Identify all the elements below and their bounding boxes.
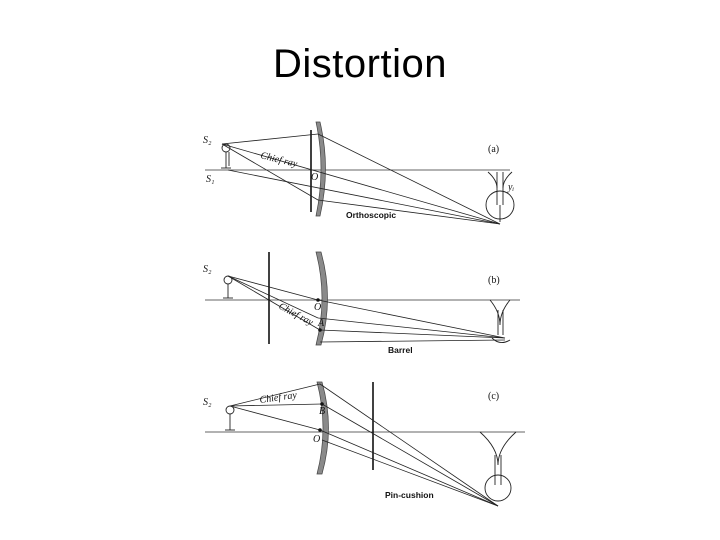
lens xyxy=(315,121,326,217)
panel-orthoscopic: S₂ S₁ Chief ray O yᵢ (a) Orthoscopic xyxy=(203,121,515,225)
object-figure xyxy=(221,143,231,169)
label-o: O xyxy=(313,434,320,445)
image-figure xyxy=(485,171,515,222)
panel-barrel: S₂ Chief ray O A (b) Barrel xyxy=(203,251,520,355)
label-s2: S₂ xyxy=(203,397,212,408)
label-s2: S₂ xyxy=(203,264,212,275)
lens xyxy=(316,381,329,475)
label-o: O xyxy=(314,302,321,313)
slide-title: Distortion xyxy=(273,42,447,86)
label-o: O xyxy=(311,172,318,183)
image-figure xyxy=(479,431,517,502)
panel-letter-c: (c) xyxy=(488,391,499,402)
panel-letter-a: (a) xyxy=(488,144,499,155)
label-b: B xyxy=(319,406,325,417)
chief-ray-label: Chief ray xyxy=(259,150,299,170)
label-s1: S₁ xyxy=(206,174,214,185)
lens xyxy=(315,251,328,346)
label-a: A xyxy=(317,318,325,329)
label-s2: S₂ xyxy=(203,135,212,146)
chief-ray-label: Chief ray xyxy=(277,301,316,329)
panel-pincushion: S₂ Chief ray B O (c) Pin-cushion xyxy=(203,381,525,507)
caption-barrel: Barrel xyxy=(388,345,413,355)
caption-pincushion: Pin-cushion xyxy=(385,490,434,500)
caption-orthoscopic: Orthoscopic xyxy=(346,210,396,220)
image-figure xyxy=(489,299,511,343)
chief-ray-label: Chief ray xyxy=(259,390,298,406)
object-figure xyxy=(223,275,233,299)
object-figure xyxy=(225,405,235,431)
label-yi: yᵢ xyxy=(507,182,514,193)
panel-letter-b: (b) xyxy=(488,275,500,286)
